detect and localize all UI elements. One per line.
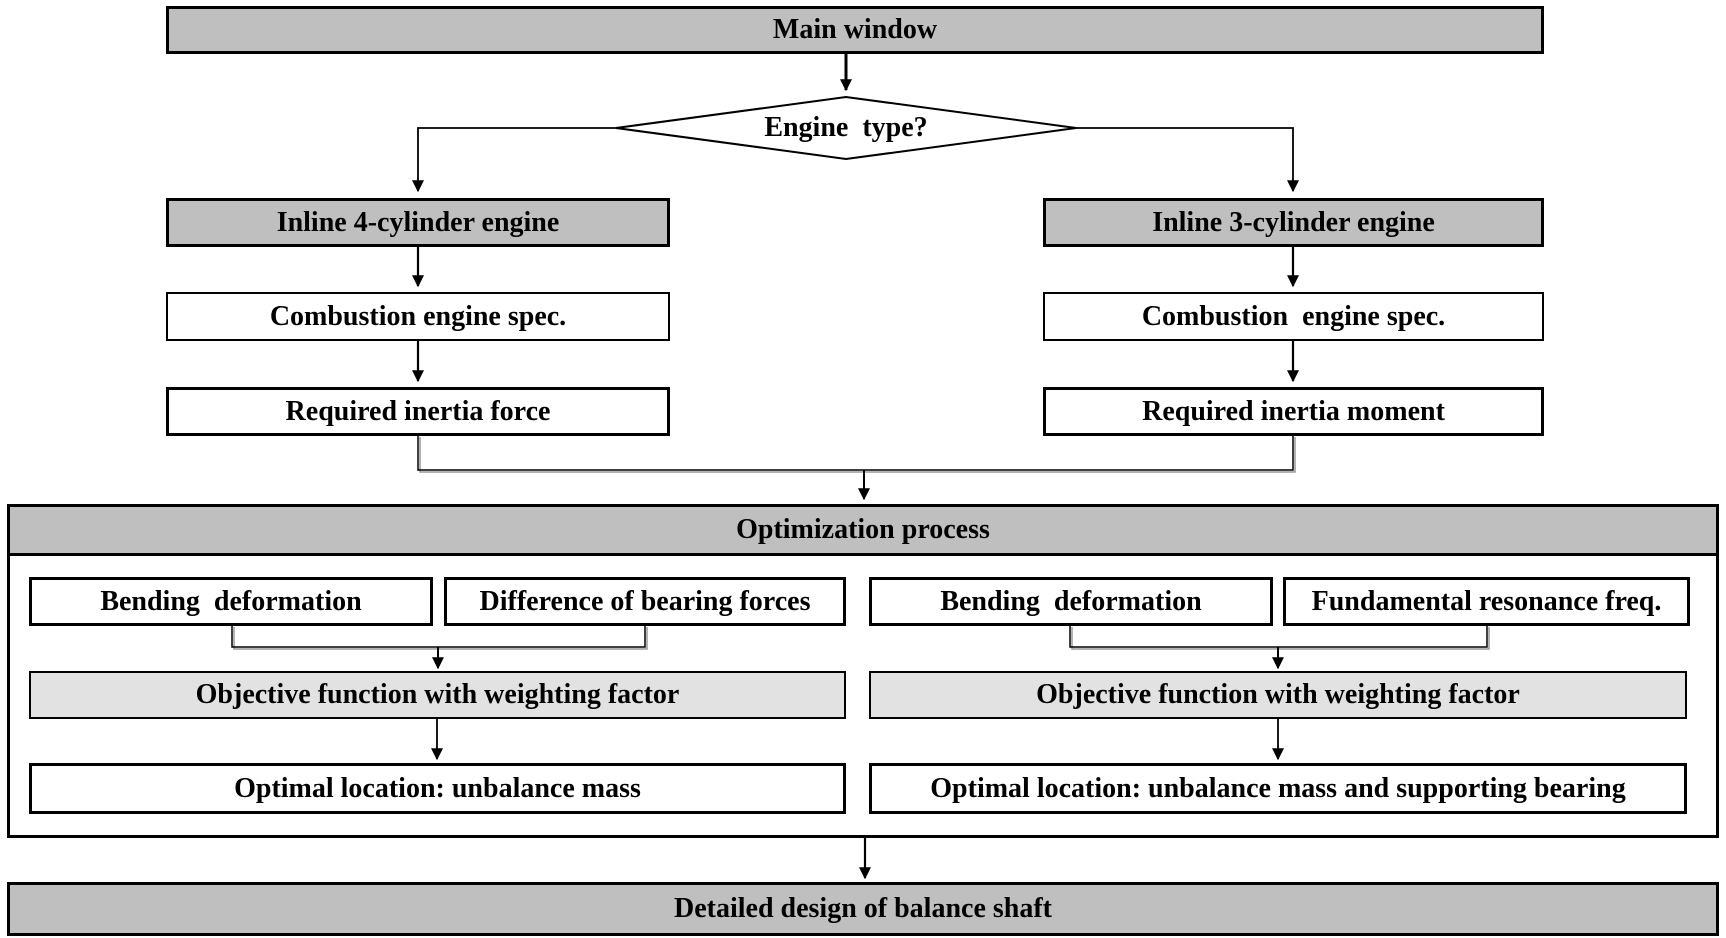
node-combustion-spec-left: Combustion engine spec. bbox=[166, 292, 670, 341]
node-objective-function-left: Objective function with weighting factor bbox=[29, 671, 846, 719]
node-required-inertia-moment: Required inertia moment bbox=[1043, 387, 1544, 436]
node-bending-deformation-right: Bending deformation bbox=[869, 577, 1273, 626]
right-inputs-connector-shadow bbox=[1071, 627, 1490, 650]
node-inline-4-cylinder-engine: Inline 4-cylinder engine bbox=[166, 198, 670, 247]
branch-right bbox=[1076, 127, 1299, 193]
node-difference-of-bearing-forces: Difference of bearing forces bbox=[444, 577, 846, 626]
node-required-inertia-force: Required inertia force bbox=[166, 387, 670, 436]
node-objective-function-right: Objective function with weighting factor bbox=[869, 671, 1687, 719]
decision-diamond bbox=[615, 95, 1077, 161]
node-combustion-spec-right: Combustion engine spec. bbox=[1043, 292, 1544, 341]
node-optimization-process-header: Optimization process bbox=[7, 504, 1719, 556]
node-detailed-design: Detailed design of balance shaft bbox=[7, 882, 1719, 936]
node-optimal-location-right: Optimal location: unbalance mass and sup… bbox=[869, 763, 1687, 814]
merge-connector bbox=[417, 435, 1294, 471]
left-inputs-connector-shadow bbox=[233, 627, 648, 650]
node-main-window: Main window bbox=[166, 6, 1544, 54]
node-optimal-location-left: Optimal location: unbalance mass bbox=[29, 763, 846, 814]
node-inline-3-cylinder-engine: Inline 3-cylinder engine bbox=[1043, 198, 1544, 247]
node-bending-deformation-left: Bending deformation bbox=[29, 577, 433, 626]
node-fundamental-resonance-freq: Fundamental resonance freq. bbox=[1283, 577, 1690, 626]
merge-connector-shadow bbox=[419, 437, 1296, 473]
branch-left bbox=[412, 127, 616, 193]
decision-label: Engine type? bbox=[764, 112, 928, 143]
